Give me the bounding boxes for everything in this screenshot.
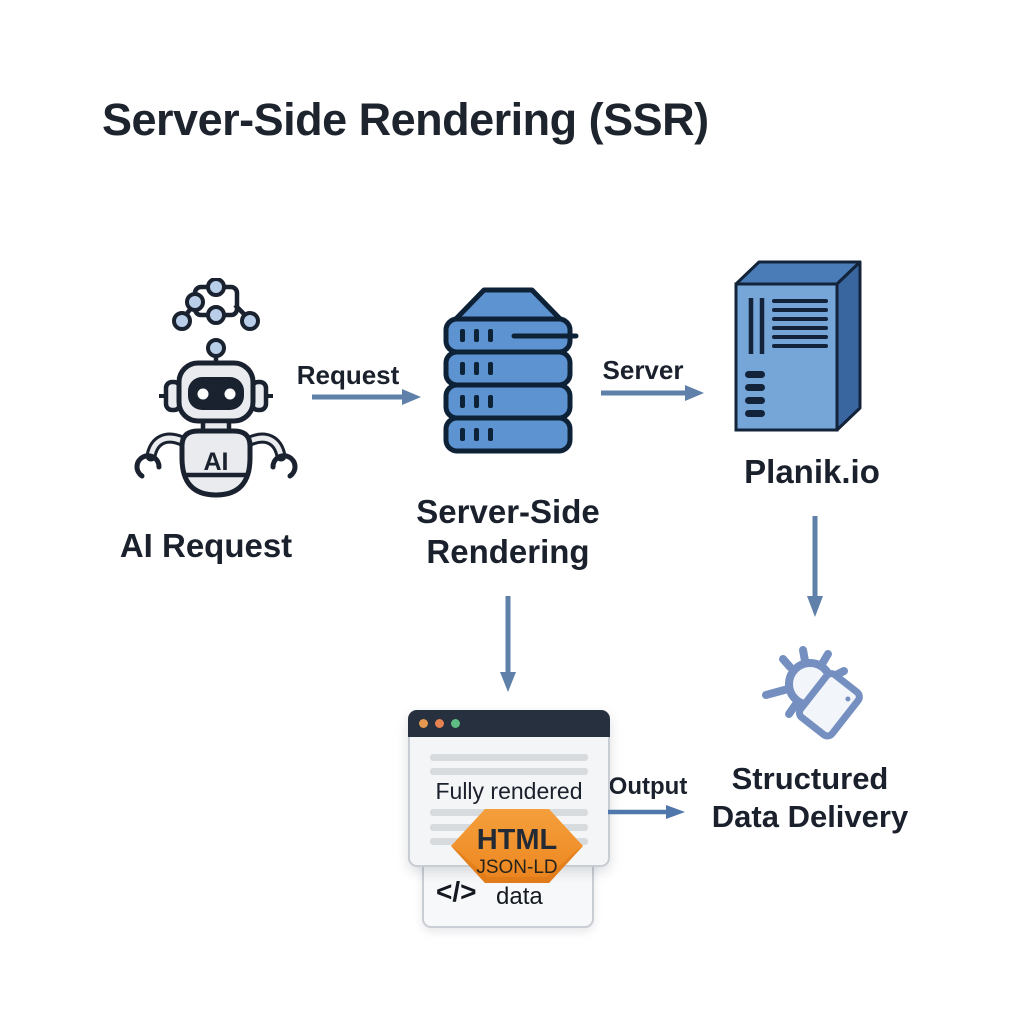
page-title: Server-Side Rendering (SSR): [102, 94, 709, 145]
structured-node-label: Structured Data Delivery: [711, 761, 909, 834]
request-arrow-label: Request: [296, 360, 400, 390]
browser-titlebar: [408, 710, 610, 737]
hexagon-jsonld-label: JSON-LD: [476, 857, 557, 878]
planik-node-label: Planik.io: [744, 453, 880, 490]
output-arrow-label: Output: [608, 773, 688, 800]
gear-document-icon: [762, 646, 863, 740]
html-hexagon-badge: HTML JSON-LD: [451, 809, 583, 883]
server-tower-3d-icon: [734, 260, 862, 432]
output-arrow-icon: [608, 805, 685, 819]
request-arrow-icon: [312, 389, 421, 405]
server-stack-icon: [443, 287, 579, 454]
ssr-down-arrow-icon: [500, 596, 516, 692]
hexagon-html-label: HTML: [477, 824, 558, 856]
robot-chest-label: AI: [204, 448, 229, 476]
text-placeholder-line: [430, 768, 588, 775]
server-arrow-icon: [601, 385, 704, 401]
ai-request-label: AI Request: [119, 527, 293, 564]
server-arrow-label: Server: [602, 355, 684, 385]
window-dot-orange-icon: [419, 719, 428, 728]
ai-robot-icon: AI: [134, 278, 298, 498]
window-dot-red-icon: [435, 719, 444, 728]
text-placeholder-line: [430, 754, 588, 761]
code-tag-icon: </>: [436, 876, 477, 907]
ssr-node-label: Server-Side Rendering: [416, 493, 600, 571]
planik-down-arrow-icon: [807, 516, 823, 617]
network-nodes-icon: [172, 278, 260, 331]
window-dot-green-icon: [451, 719, 460, 728]
data-caption: data: [496, 883, 543, 910]
fully-rendered-text: Fully rendered: [435, 778, 583, 804]
